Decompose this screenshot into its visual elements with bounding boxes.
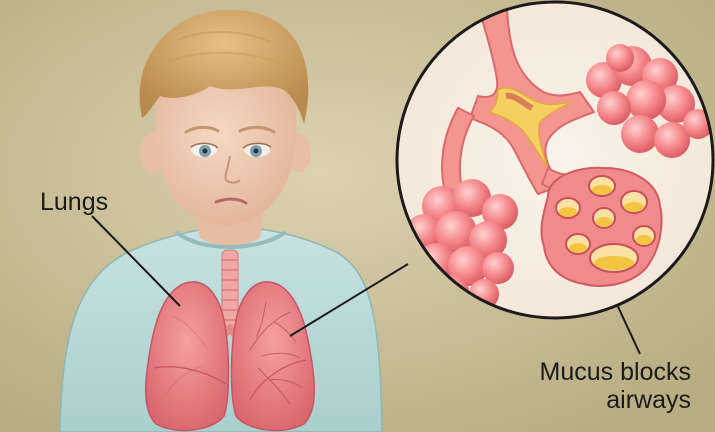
lungs-label: Lungs xyxy=(40,188,108,216)
mucus-label-line-2: airways xyxy=(540,386,691,414)
magnified-airways-circle xyxy=(397,0,713,318)
mucus-label: Mucus blocks airways xyxy=(540,358,691,414)
mucus-filled-alveoli xyxy=(541,168,661,286)
mucus-label-line-1: Mucus blocks xyxy=(540,358,691,386)
